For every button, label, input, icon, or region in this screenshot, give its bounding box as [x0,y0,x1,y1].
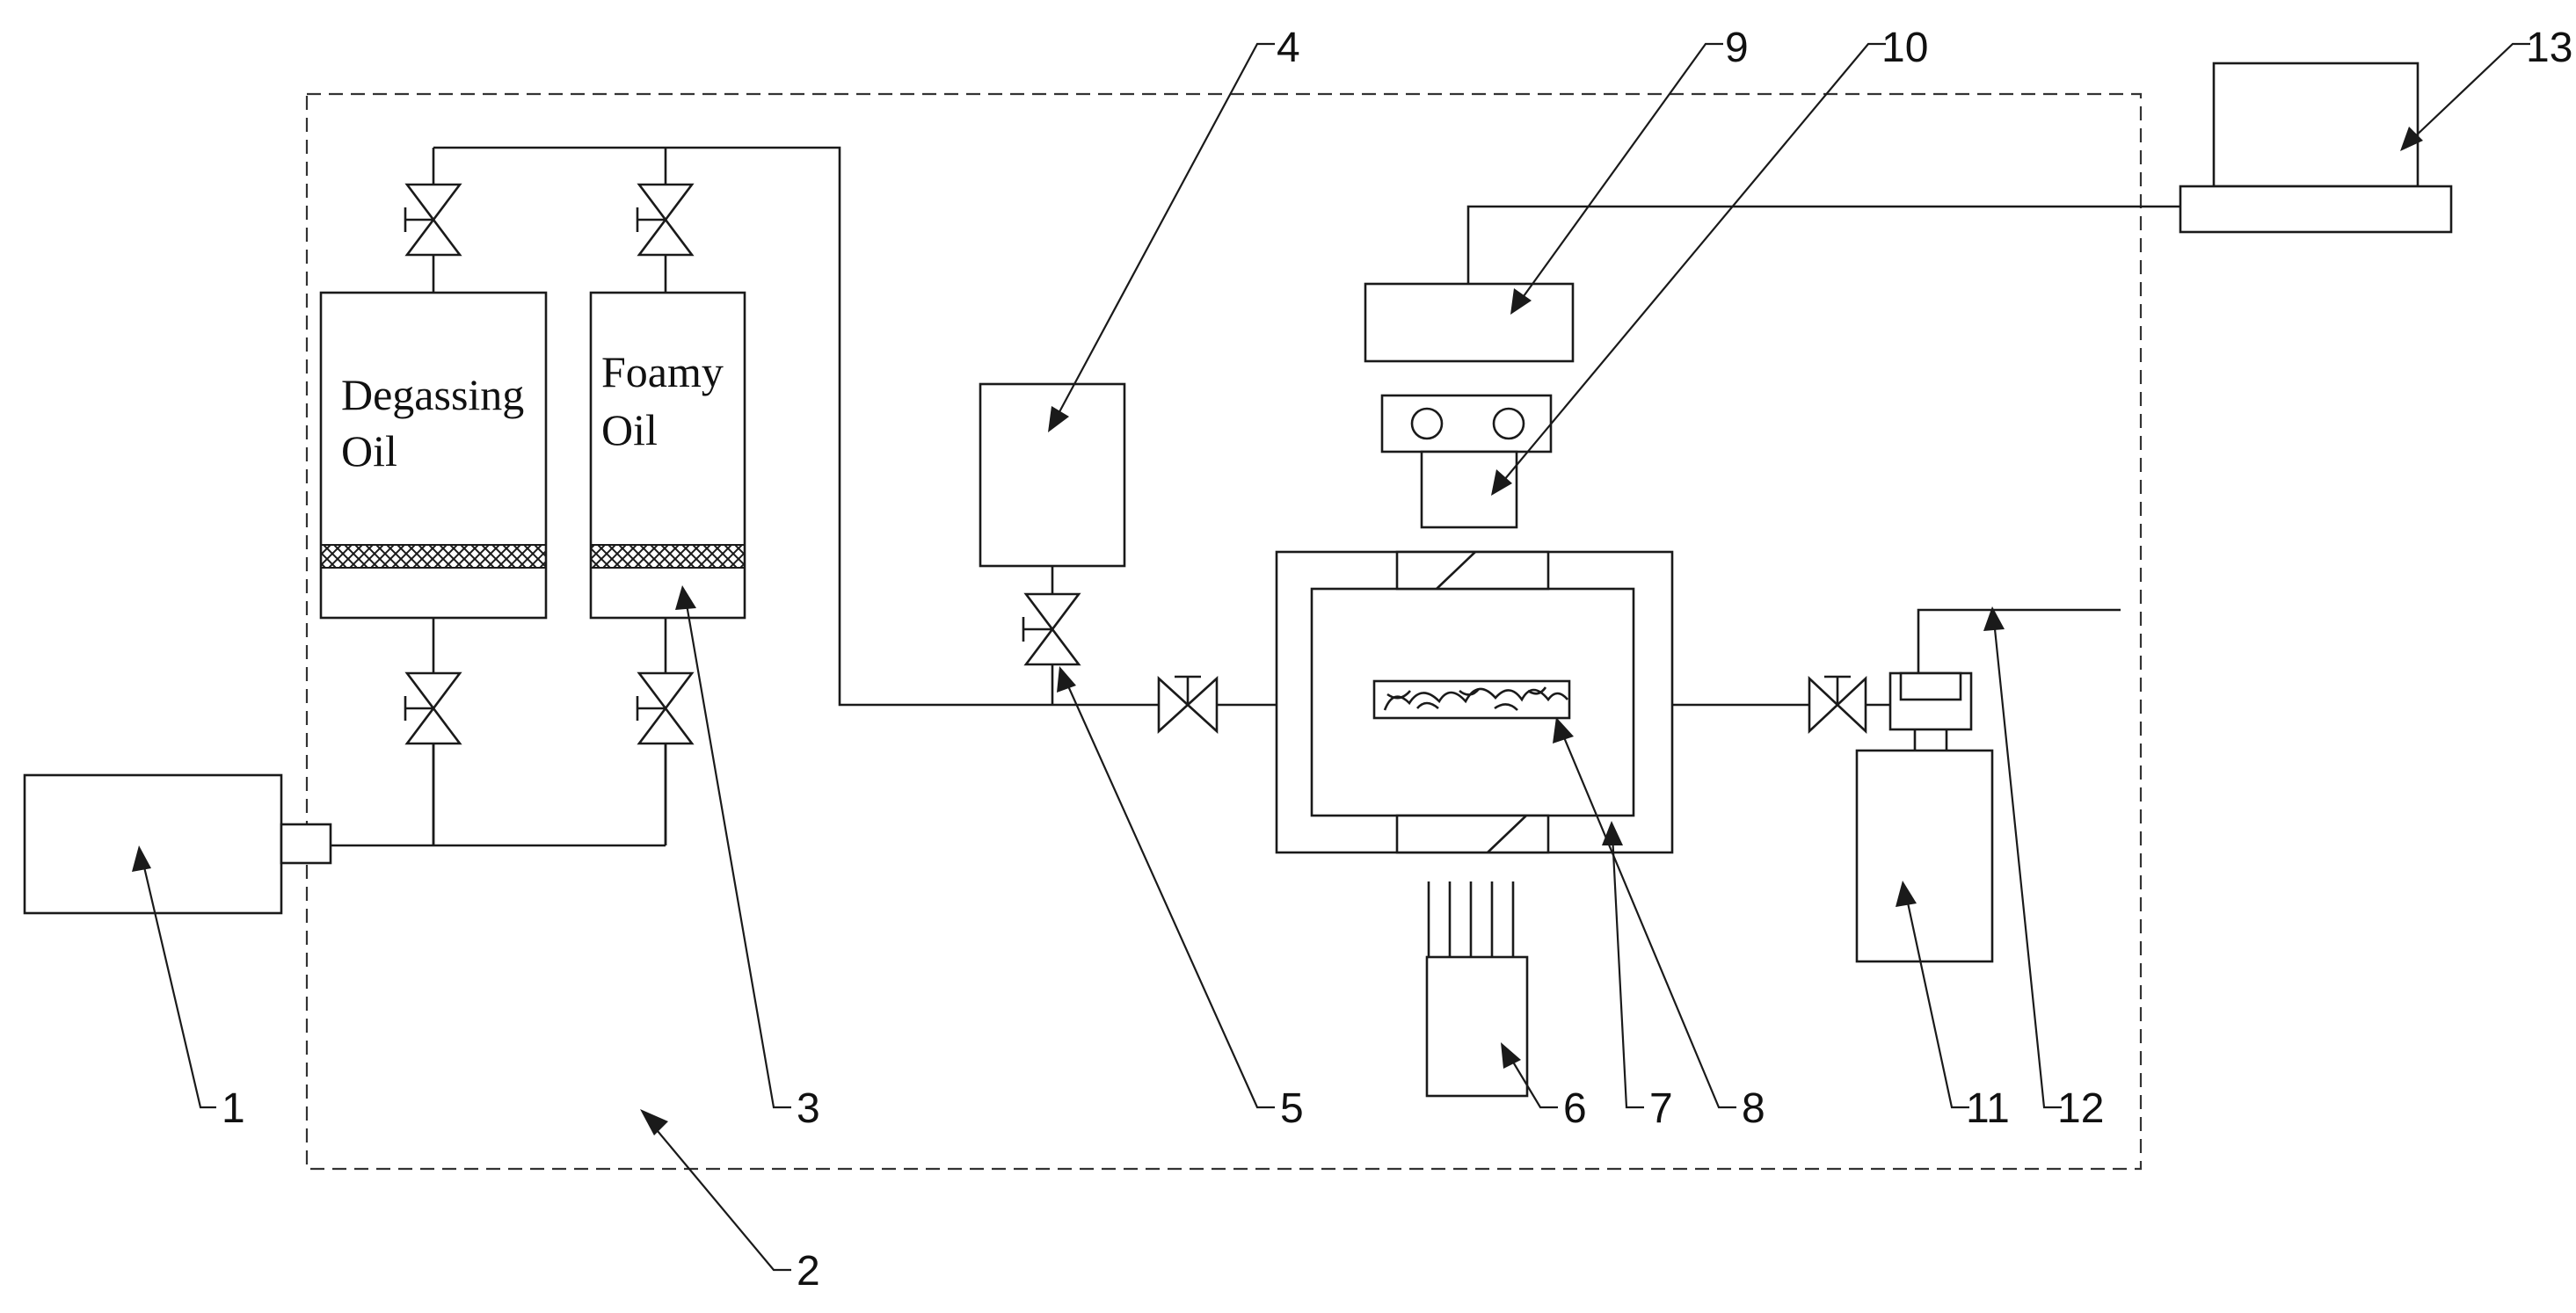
foamy-oil-tank: Foamy Oil [589,291,746,620]
computer [2179,62,2453,234]
foamy-tank-label-line2: Oil [601,405,658,454]
pump [23,773,332,915]
light-source [1425,881,1529,1098]
camera [1364,205,2180,529]
valve-degassing-top [404,183,462,257]
tank-pipes [432,146,1159,845]
valve-degassing-bottom [404,671,462,745]
pump-feed-line [331,744,667,847]
label-9: 9 [1725,25,1749,71]
label-8: 8 [1742,1085,1765,1132]
valve-foamy-top [636,183,695,257]
label-7: 7 [1649,1085,1673,1132]
degassing-tank-label-line2: Oil [341,426,397,475]
label-4: 4 [1277,25,1300,71]
collection-vessel [1855,749,1994,963]
label-2: 2 [797,1248,820,1295]
label-3: 3 [797,1085,820,1132]
valve-foamy-bottom [636,671,695,745]
core-sample [1372,679,1571,720]
label-1: 1 [222,1085,245,1132]
label-11: 11 [1966,1085,2010,1132]
label-12: 12 [2057,1085,2104,1132]
degassing-tank-label-line1: Degassing [341,370,524,419]
separator-head [1888,608,2121,751]
label-6: 6 [1563,1085,1587,1132]
outlet-valve [1808,675,1867,735]
degassing-oil-tank: Degassing Oil [319,291,548,620]
system-enclosure [305,92,2143,1171]
label-5: 5 [1280,1085,1304,1132]
label-13: 13 [2526,25,2572,71]
inlet-valve [1157,675,1219,734]
leader-lines [132,42,2530,1272]
foamy-tank-label-line1: Foamy [601,347,724,396]
label-10: 10 [1881,25,1928,71]
valve-5 [1022,592,1081,666]
